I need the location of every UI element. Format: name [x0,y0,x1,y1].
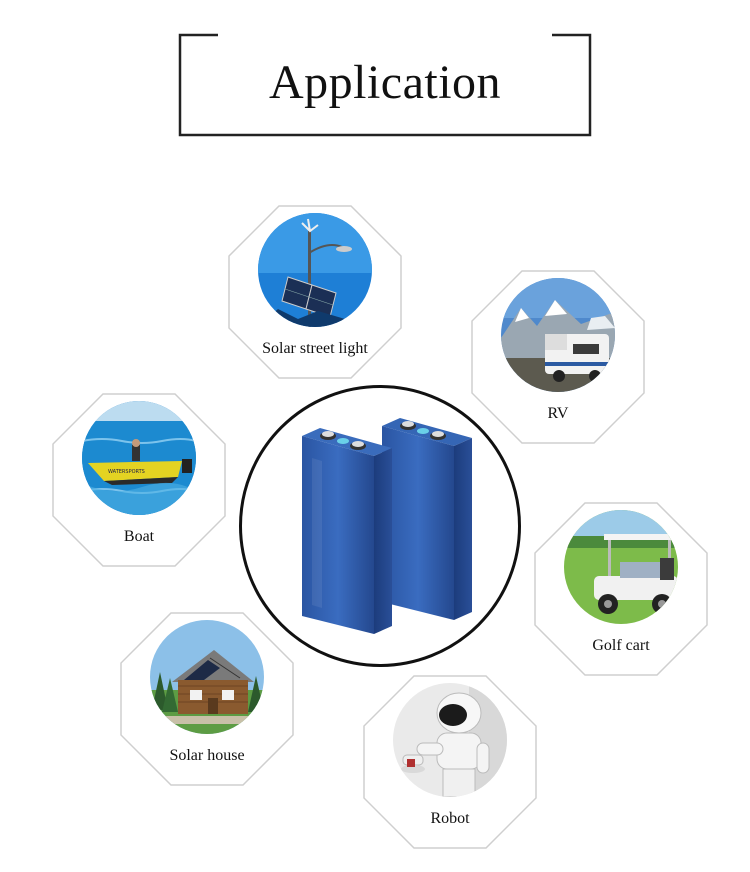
application-label: Boat [123,528,155,545]
title-frame-border [178,33,592,137]
application-boat: WATERSPORTS Boat [52,393,226,567]
battery-cells-image [302,418,472,634]
speed-boat-photo: WATERSPORTS [82,401,196,515]
battery-image-circle [239,385,521,667]
golf-cart-photo [564,510,678,624]
application-golf-cart: Golf cart [534,502,708,676]
application-label: Solar house [169,747,245,764]
title-frame: Application [178,33,592,137]
application-robot: Robot [363,675,537,849]
robot-photo [393,683,507,797]
rv-camper-photo [501,278,615,392]
application-solar-street-light: Solar street light [228,205,402,379]
solar-street-light-photo [258,213,372,327]
svg-text:WATERSPORTS: WATERSPORTS [108,469,145,475]
application-solar-house: Solar house [120,612,294,786]
solar-house-photo [150,620,264,734]
application-label: Robot [430,810,470,827]
application-label: Solar street light [262,340,368,357]
application-rv: RV [471,270,645,444]
application-label: RV [547,405,569,422]
page-title: Application [268,56,502,109]
application-label: Golf cart [592,637,650,654]
